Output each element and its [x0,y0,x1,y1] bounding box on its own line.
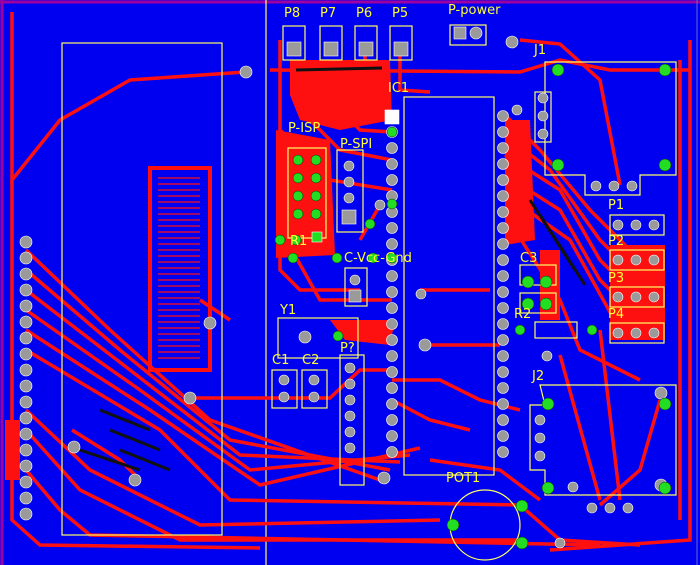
label-p3: P3 [608,271,624,286]
label-p8: P8 [284,6,300,21]
label-p-q: P? [340,341,355,356]
label-j1: J1 [533,43,546,58]
label-p-spi: P-SPI [340,137,372,152]
label-p6: P6 [356,6,372,21]
label-r2: R2 [514,307,531,322]
label-c3: C3 [520,251,537,266]
label-p7: P7 [320,6,336,21]
label-j2: J2 [531,369,544,384]
silkscreen-outlines [271,24,677,561]
module-graphic [148,166,212,372]
thermal-marks [79,66,587,472]
label-ic1: IC1 [388,81,409,96]
component-labels: P8 P7 P6 P5 P-power J1 IC1 P-ISP P-SPI P… [272,3,624,486]
module-outline [61,42,223,536]
label-p-isp: P-ISP [288,121,320,136]
label-p1: P1 [608,198,624,213]
label-c2: C2 [302,353,319,368]
label-r1: R1 [290,234,307,249]
label-p4: P4 [608,307,624,322]
label-p-power: P-power [448,3,501,18]
label-p5: P5 [392,6,408,21]
label-y1: Y1 [279,303,296,318]
green-vias [274,63,672,550]
through-hole-pads [19,35,668,549]
label-p2: P2 [608,234,624,249]
label-c-vcc-gnd: C-Vcc-Gnd [344,251,412,266]
label-c1: C1 [272,353,289,368]
label-pot1: POT1 [446,471,480,486]
square-pads [286,26,483,303]
